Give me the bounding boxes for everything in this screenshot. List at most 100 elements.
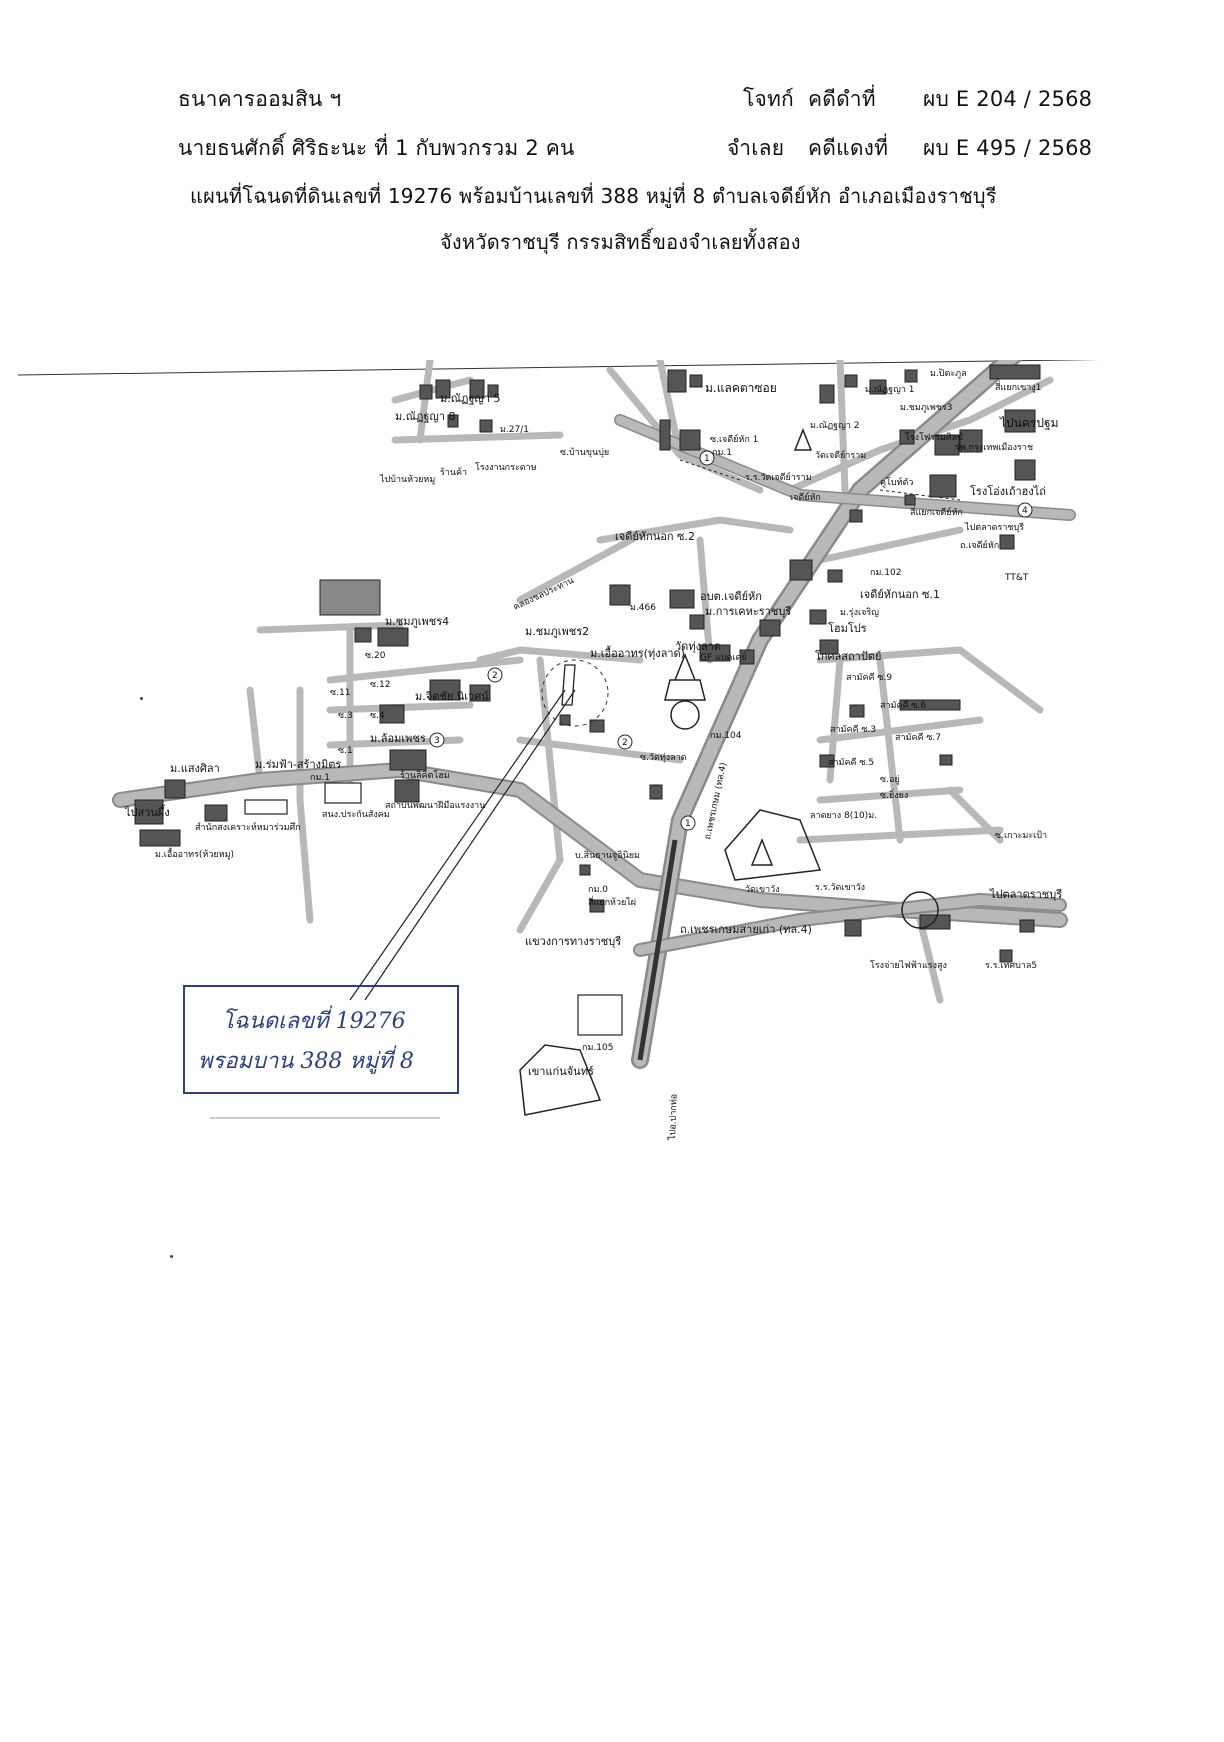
label-rong-ngeng: โรงโอ่งเถ้าฮงไถ่ [970,484,1046,498]
defendant-name: นายธนศักดิ์ ศิริธะนะ ที่ 1 กับพวกรวม 2 ค… [178,136,575,160]
label-sam-5: สามัคคี ซ.5 [828,757,874,768]
label-to-suanphueng: ไปสวนผึ้ง [124,804,170,819]
label-s-yoo: ซ.อยู่ [880,775,900,785]
railway [679,459,961,501]
scan-speck [140,697,143,700]
label-lat-yang: ลาดยาง 8(10)ม. [810,811,877,821]
label-ban-sinthai: บ.สินธานจูอินิยม [575,850,640,861]
label-m-romfa: ม.ร่มฟ้า-สร้างมิตร [255,758,341,771]
label-junction-chedihak: สี่แยกเจดีย์หัก [910,505,963,518]
label-highway-office: แขวงการทางราชบุรี [525,935,621,948]
label-sam-3: สามัคคี ซ.3 [830,724,876,735]
label-sam-6: สามัคคี ซ.6 [880,700,926,711]
label-m-pattaya5: ม.ณัฏฐญา 5 [440,392,500,405]
label-m-pitak: ม.ปิตะภูล [930,368,967,379]
label-rr-wat-chedi: ร.ร.วัดเจดีย์าราม [745,471,812,483]
label-chedihak-nok1: เจดีย์หักนอก ซ.1 [860,588,940,601]
label-to-nakhonpathom: ไปนครปฐม [999,416,1058,430]
plaintiff-name: ธนาคารออมสิน ฯ [178,87,342,111]
label-to-talad-rb: ไปตลาดราชบุรี [964,522,1024,533]
label-s-12: ซ.12 [370,680,390,690]
label-to-huaikhaem: ไปบ้านห้วยหมู [379,474,435,485]
label-m-chomphu4: ม.ชมภูเพชร4 [385,615,449,628]
label-rr-thetsaban5: ร.ร.เทศบาล5 [985,961,1037,971]
label-soi-ban-khun: ซ.บ้านขุนบุ่ย [560,447,609,458]
label-sam-7: สามัคคี ซ.7 [895,732,941,743]
label-m-pattaya8: ม.ณัฏฐญา 8 [395,410,455,423]
location-map: 1 4 2 3 2 1 ม.ณัฏฐญา 5 ม.ณัฏฐญา 8 ม.27/1… [17,360,1102,1141]
label-homepro: โฮมโปร [828,621,867,635]
label-s-1: ซ.1 [338,746,353,756]
label-s-watthungdat: ซ.วัดทุ่งลาด [640,753,687,763]
marker-1-top: 1 [704,454,710,464]
label-m-jidchai: ม.จิตชัย นิเวศน์ [415,690,489,703]
label-rongrian-ruamsin: โรงโฟรรมศิลป์ [905,431,963,443]
label-junction-khaongu: สี่แยกเขางู1 [995,380,1041,393]
label-m-uea-huaimu: ม.เอื้ออาทร(ห้วยหมู) [155,847,234,860]
label-old-phetkasem: ถ.เพชรเกษมสายเก่า (ทล.4) [680,923,812,936]
label-s-20: ซ.20 [365,651,386,661]
label-m-uea-thungdat: ม.เอื้ออาทร(ทุ่งลาด) [590,645,685,660]
scan-speck [170,1255,173,1258]
marker-4: 4 [1022,506,1028,516]
label-m-karnkheha: ม.การเคหะราชบุรี [705,605,791,618]
label-m27-1: ม.27/1 [500,425,529,435]
marker-2b: 2 [622,738,628,748]
minor-roads [246,360,1054,1004]
label-khao-kaen-chan: เขาแก่นจันทร์ [528,1065,594,1078]
label-shop: ร้านค้า [440,467,467,478]
label-kubothua: คูโบท์ตัว [880,476,913,488]
label-m-chomphu2: ม.ชมภูเพชร2 [525,625,589,638]
label-power-station: โรงจ่ายไฟฟ้าแรงสูง [870,960,947,971]
label-n-chedihak: ถ.เจดีย์หัก [960,539,999,551]
label-m-pattaya2: ม.ณัฏฐญา 2 [810,421,859,431]
label-gf: GF แบดเดย์ [700,651,747,663]
plaintiff-role: โจทก์ [743,87,794,111]
label-s-yingying: ซ.ยิ่งยง [880,788,908,801]
label-m-saengsila: ม.แสงศิลา [170,762,220,775]
label-khlong: คลองชลประทาน [512,576,576,613]
red-case-number: ผบ E 495 / 2568 [923,136,1093,160]
temples [519,427,822,1116]
label-s-chedihak1: ซ.เจดีย์หัก 1 [710,433,758,445]
label-s-11: ซ.11 [330,688,350,698]
label-m-pattaya1: ม.ณัฏฐญา 1 [865,385,914,395]
marker-2: 2 [492,671,498,681]
label-ttt: TT&T [1004,573,1029,583]
label-junction-huaipai: สี่แยกห้วยไผ่ [588,895,636,908]
label-s-kokomaphrao: ซ.เกาะมะเป้า [995,830,1047,841]
label-m-chomphu3: ม.ชมภูเพชร3 [900,403,952,413]
label-wat-chedi: วัดเจดีย์าราม [815,449,866,461]
label-tile-factory: โรงงานกระดาษ [475,462,537,473]
label-to-pakthor: ไปอ.ปากท่อ [667,1094,680,1141]
deed-note-line2: พรอมบาน 388 หมู่ที่ 8 [198,1049,414,1074]
label-km105: กม.105 [582,1043,613,1053]
label-school-huaiyai: ร้านลิคิตโฮม [400,770,450,781]
map-title-line1: แผนที่โฉนดที่ดินเลขที่ 19276 พร้อมบ้านเล… [190,184,997,208]
red-case-label: คดีแดงที่ [808,136,889,160]
deed-note-box [183,985,459,1094]
deed-note-line1: โฉนดเลขที่ 19276 [222,1009,406,1034]
label-welfare: สำนักสงเคราะห์หมาร่วมศึก [195,821,301,833]
label-km1: กม.1 [712,448,732,458]
label-kosol: โกศลสถาปัตย์ [815,649,881,663]
label-m-laemtasoi: ม.แลคตาซอย [705,381,777,395]
label-skill-center: สถาบันพัฒนาฝีมือแรงงาน [385,800,485,811]
label-chedi-hak: เจดีย์หัก [790,491,821,503]
label-rr-watkhaowang: ร.ร.วัดเขาวัง [815,883,865,893]
buildings [134,364,1041,1036]
label-km1-b: กม.1 [310,773,330,783]
label-bangkok-hosp: รพ.กรุงเทพเมืองราช [955,442,1033,453]
label-m-rungcharoen: ม.รุ่งเจริญ [840,607,879,618]
label-m-suanpetch: ม.ล้อมเพชร [370,732,426,745]
black-case-number: ผบ E 204 / 2568 [923,87,1093,111]
label-m-466: ม.466 [630,603,656,613]
label-sam-9: สามัคคี ซ.9 [846,672,892,683]
label-s-4: ซ.4 [370,711,385,721]
marker-3: 3 [434,736,440,746]
label-km0: กม.0 [588,885,608,895]
label-wat-thungdat: วัดทุ่งลาด [675,640,721,653]
label-km104: กม.104 [710,731,742,741]
label-social-security: สนง.ประกันสังคม [322,810,390,820]
map-title-line2: จังหวัดราชบุรี กรรมสิทธิ์ของจำเลยทั้งสอง [440,230,801,254]
